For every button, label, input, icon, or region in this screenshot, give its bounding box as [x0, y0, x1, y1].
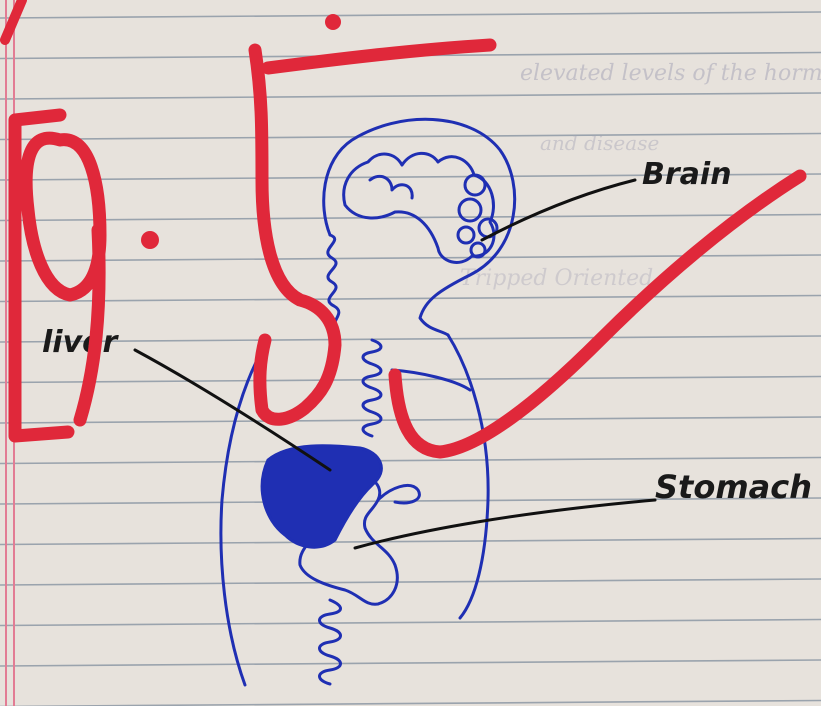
esophagus [363, 340, 381, 436]
ink-dot [325, 14, 341, 30]
ruled-line [0, 296, 821, 302]
ruled-line [0, 579, 821, 585]
ruled-line [0, 93, 821, 99]
ink-dot [141, 231, 159, 249]
ruled-line [0, 134, 821, 140]
ruled-line [0, 336, 821, 342]
ruled-line [0, 701, 821, 706]
ruled-line [0, 377, 821, 383]
brain-lobe [458, 227, 474, 243]
ruled-line [0, 458, 821, 464]
ruled-line [0, 660, 821, 666]
liver-shape [262, 446, 381, 547]
faded-note: Tripped Oriented [460, 266, 653, 291]
brain-label: Brain [642, 157, 732, 192]
head-outline [324, 119, 515, 335]
faded-note: elevated levels of the hormone [520, 61, 821, 86]
liver-label: liver [42, 325, 119, 360]
duodenum [378, 485, 419, 502]
stomach-label: Stomach [655, 468, 812, 506]
intestine [320, 600, 341, 684]
ruled-lines [0, 12, 821, 706]
ruled-line [0, 620, 821, 626]
big-bracket [255, 50, 335, 419]
brain-fold [370, 176, 412, 198]
brain-leader-line [482, 180, 635, 240]
body-outline-right [448, 335, 488, 618]
ruled-line [0, 539, 821, 545]
ruled-line [0, 12, 821, 18]
faded-note: and disease [540, 131, 659, 155]
brain-lobe [465, 175, 485, 195]
